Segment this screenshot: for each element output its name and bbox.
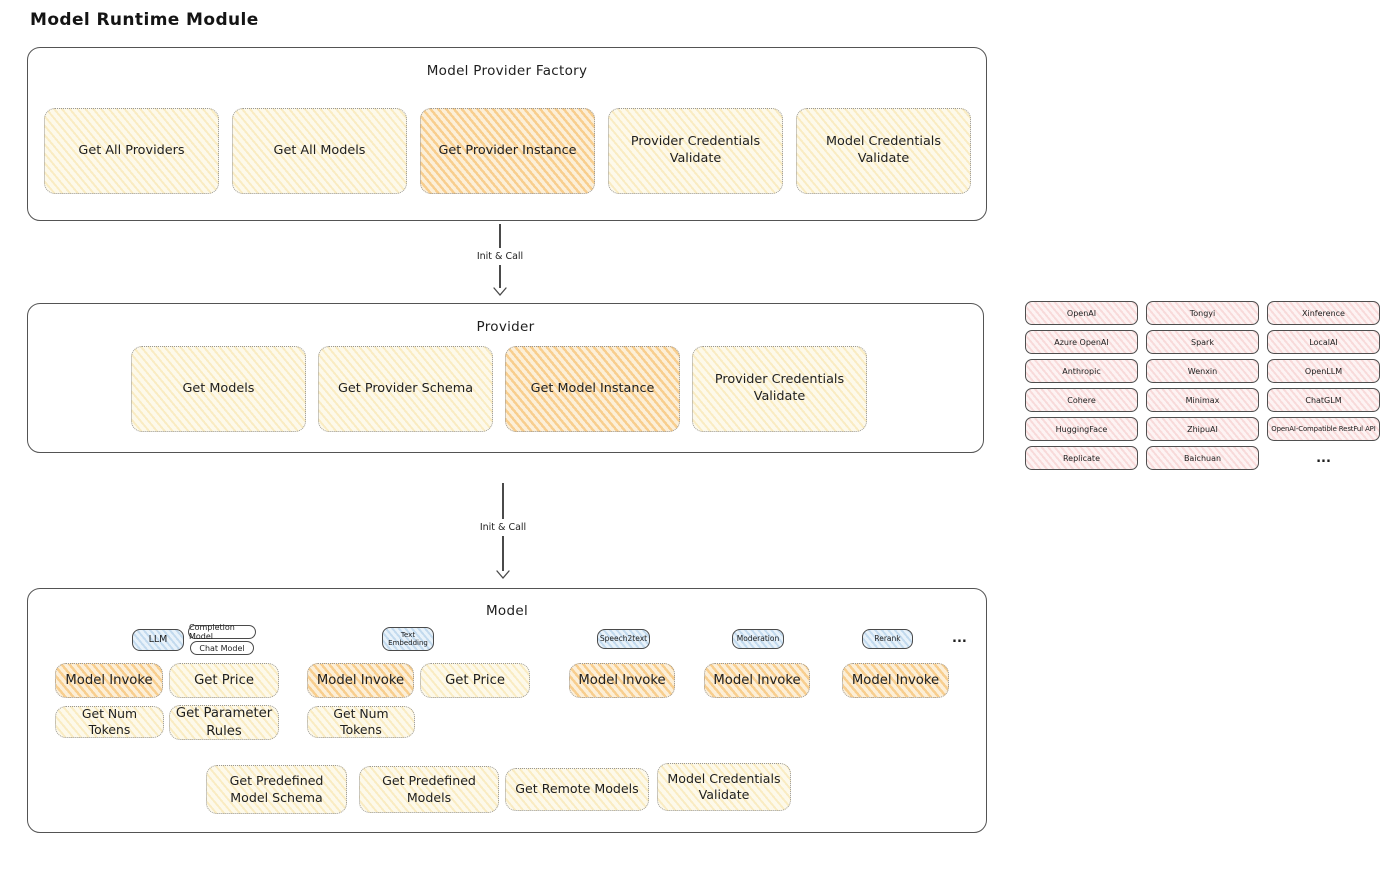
node-get-price-llm: Get Price xyxy=(169,663,279,698)
node-get-num-tokens-text-embedding: Get Num Tokens xyxy=(307,706,415,738)
node-model-invoke-speech2text: Model Invoke xyxy=(569,663,675,698)
model-type-badge-moderation: Moderation xyxy=(732,629,784,649)
provider-chip: Anthropic xyxy=(1025,359,1138,383)
provider-chip: LocalAI xyxy=(1267,330,1380,354)
provider-chip: Spark xyxy=(1146,330,1259,354)
arrow-line xyxy=(502,483,504,519)
node-get-num-tokens-llm: Get Num Tokens xyxy=(55,706,164,738)
provider-chip: Cohere xyxy=(1025,388,1138,412)
factory-box: Model Provider Factory Get All Providers… xyxy=(27,47,987,221)
node-get-predefined-models: Get Predefined Models xyxy=(359,766,499,813)
provider-chip: Wenxin xyxy=(1146,359,1259,383)
node-model-invoke-moderation: Model Invoke xyxy=(704,663,810,698)
model-type-badge-speech2text: Speech2text xyxy=(597,629,650,649)
provider-title: Provider xyxy=(476,319,535,335)
arrow-line xyxy=(499,264,501,288)
provider-chip: ChatGLM xyxy=(1267,388,1380,412)
init-call-arrow-2: Init & Call xyxy=(458,483,548,579)
provider-box: Provider Get Models Get Provider Schema … xyxy=(27,303,984,453)
node-get-price-text-embedding: Get Price xyxy=(420,663,530,698)
node-model-credentials-validate: Model Credentials Validate xyxy=(796,108,971,194)
provider-chip: HuggingFace xyxy=(1025,417,1138,441)
provider-chip: Minimax xyxy=(1146,388,1259,412)
node-get-remote-models: Get Remote Models xyxy=(505,768,649,811)
node-get-parameter-rules-llm: Get Parameter Rules xyxy=(169,705,279,740)
model-type-badge-llm: LLM xyxy=(132,629,184,651)
node-get-provider-instance: Get Provider Instance xyxy=(420,108,595,194)
factory-title: Model Provider Factory xyxy=(426,63,588,79)
node-get-models: Get Models xyxy=(131,346,306,432)
provider-chip: Replicate xyxy=(1025,446,1138,470)
provider-chip: OpenAI-Compatible RestFul API xyxy=(1267,417,1380,441)
node-model-invoke-rerank: Model Invoke xyxy=(842,663,949,698)
model-type-badge-rerank: Rerank xyxy=(862,629,913,649)
provider-chip: Azure OpenAI xyxy=(1025,330,1138,354)
provider-grid-more: ... xyxy=(1316,450,1331,466)
node-get-provider-schema: Get Provider Schema xyxy=(318,346,493,432)
init-call-label-1: Init & Call xyxy=(476,250,524,262)
arrow-line xyxy=(502,535,504,571)
provider-chip: OpenAI xyxy=(1025,301,1138,325)
node-get-predefined-model-schema: Get Predefined Model Schema xyxy=(206,765,347,814)
model-title: Model xyxy=(485,603,529,619)
node-provider-credentials-validate-2: Provider Credentials Validate xyxy=(692,346,867,432)
init-call-arrow-1: Init & Call xyxy=(455,224,545,296)
badge-chat-model: Chat Model xyxy=(190,641,254,655)
arrow-line xyxy=(499,224,501,248)
arrow-head-icon xyxy=(493,287,507,296)
provider-chip: Tongyi xyxy=(1146,301,1259,325)
node-get-model-instance: Get Model Instance xyxy=(505,346,680,432)
node-model-invoke-text-embedding: Model Invoke xyxy=(307,663,414,698)
node-get-all-providers: Get All Providers xyxy=(44,108,219,194)
init-call-label-2: Init & Call xyxy=(479,521,527,533)
node-model-invoke-llm: Model Invoke xyxy=(55,663,163,698)
node-get-all-models: Get All Models xyxy=(232,108,407,194)
provider-chip: OpenLLM xyxy=(1267,359,1380,383)
provider-chip: ZhipuAI xyxy=(1146,417,1259,441)
model-box: Model LLM Completion Model Chat Model Mo… xyxy=(27,588,987,833)
model-types-more: ... xyxy=(952,631,967,646)
model-type-badge-text-embedding: Text Embedding xyxy=(382,627,434,651)
badge-completion-model: Completion Model xyxy=(188,623,256,641)
arrow-head-icon xyxy=(496,570,510,579)
provider-chip: Baichuan xyxy=(1146,446,1259,470)
node-model-credentials-validate-2: Model Credentials Validate xyxy=(657,763,791,811)
page-title: Model Runtime Module xyxy=(30,10,259,30)
node-provider-credentials-validate: Provider Credentials Validate xyxy=(608,108,783,194)
provider-chip: Xinference xyxy=(1267,301,1380,325)
